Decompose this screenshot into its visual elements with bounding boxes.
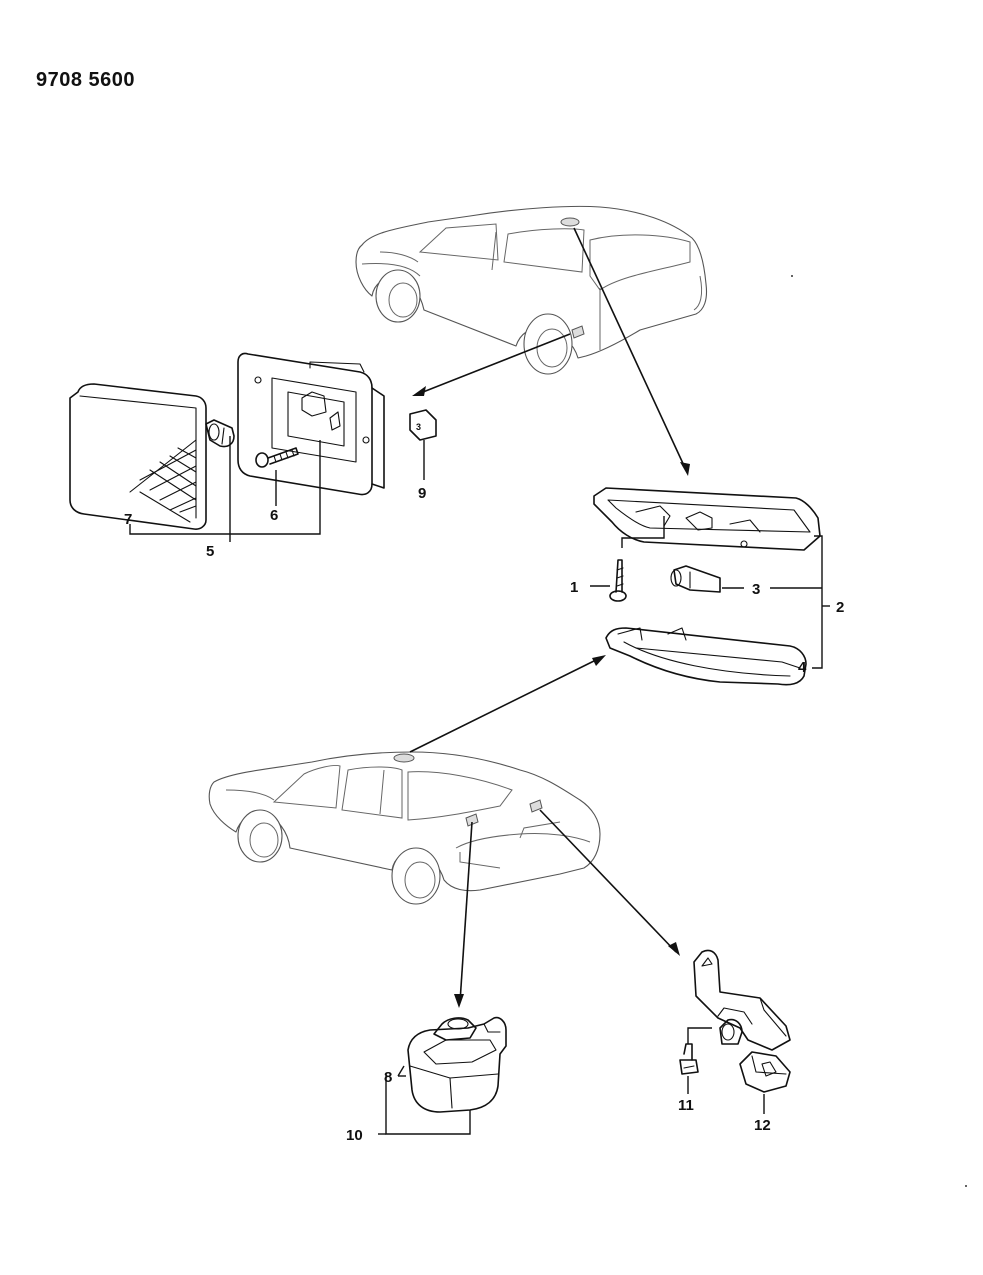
callout-8: 8 bbox=[384, 1069, 392, 1086]
bracket-9: 3 bbox=[409, 409, 437, 480]
callout-10: 10 bbox=[346, 1127, 363, 1144]
drawing-code: 9708 5600 bbox=[36, 69, 135, 91]
roof-lamp-location-sedan bbox=[393, 753, 415, 763]
trunk-lamp-socket bbox=[719, 1018, 791, 1093]
license-lamp-location-sedan bbox=[465, 813, 479, 827]
side-lamp-location-wagon bbox=[571, 325, 585, 339]
callout-12: 12 bbox=[754, 1117, 771, 1134]
callout-6: 6 bbox=[270, 507, 278, 524]
dome-lamp-bulb-3 bbox=[670, 565, 721, 593]
trunk-lamp-bracket bbox=[693, 949, 791, 1051]
lens-texture bbox=[129, 439, 197, 523]
callout-9: 9 bbox=[418, 485, 426, 502]
trunk-lamp-location-sedan bbox=[529, 799, 543, 813]
callout-4: 4 bbox=[798, 659, 807, 676]
leader-arrows bbox=[409, 227, 690, 1008]
speck bbox=[965, 1185, 967, 1187]
side-lamp-lens-7 bbox=[69, 383, 207, 530]
callout-7: 7 bbox=[124, 511, 132, 528]
dome-lamp-base bbox=[593, 487, 821, 551]
side-lamp-screw-6 bbox=[255, 447, 299, 468]
side-lamp-leaders bbox=[129, 436, 321, 542]
side-lamp-housing bbox=[237, 352, 385, 496]
roof-lamp-location-wagon bbox=[560, 217, 580, 227]
trunk-lamp-screw-11 bbox=[679, 1027, 712, 1094]
license-lamp-leaders bbox=[378, 1065, 471, 1135]
license-lamp-housing bbox=[407, 1016, 507, 1113]
callout-11: 11 bbox=[678, 1097, 694, 1114]
svg-text:3: 3 bbox=[416, 422, 421, 432]
sedan-illustration bbox=[208, 751, 601, 905]
speck bbox=[791, 275, 793, 277]
callout-3: 3 bbox=[752, 581, 760, 598]
license-lamp-bulb-8 bbox=[433, 1017, 477, 1041]
side-lamp-bulb bbox=[205, 419, 235, 448]
dome-lamp-screw-1 bbox=[609, 516, 665, 602]
callout-2: 2 bbox=[836, 599, 844, 616]
callout-5: 5 bbox=[206, 543, 214, 560]
dome-lamp-leaders bbox=[590, 535, 830, 669]
callout-1: 1 bbox=[570, 579, 578, 596]
station-wagon-illustration bbox=[355, 205, 708, 375]
dome-lamp-lens-4 bbox=[605, 627, 807, 686]
